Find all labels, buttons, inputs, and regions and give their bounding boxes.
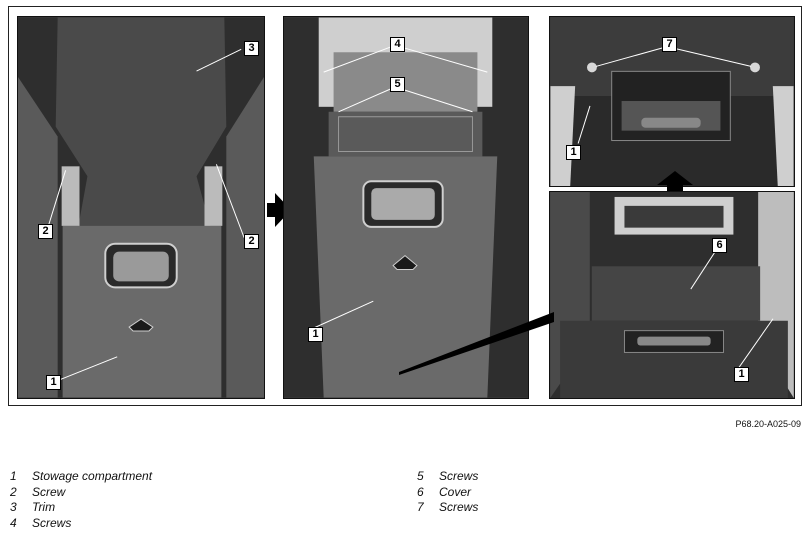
callout-stowage-compartment: 1: [566, 145, 581, 160]
connector-line: [399, 312, 554, 375]
panel-cover-view: 6 1: [549, 191, 795, 399]
panel-hinge-view: 7 1: [549, 16, 795, 187]
legend-item: 5 Screws: [417, 469, 478, 485]
legend-number: 5: [417, 469, 424, 483]
legend-item: 2 Screw: [10, 485, 152, 501]
legend-column-left: 1 Stowage compartment 2 Screw 3 Trim 4 Screw…: [10, 469, 152, 531]
callout-screws-7: 7: [662, 37, 677, 52]
panel-compartment-view: 4 5 1: [283, 16, 529, 399]
panel-compartment-drawing: [284, 17, 528, 398]
arrow-stem: [267, 203, 277, 217]
legend-number: 7: [417, 500, 424, 514]
legend-item: 6 Cover: [417, 485, 478, 501]
callout-stowage-compartment: 1: [308, 327, 323, 342]
figure-code: P68.20-A025-09: [735, 419, 801, 429]
legend-item: 4 Screws: [10, 516, 152, 532]
legend-text: Screws: [439, 500, 479, 514]
legend-text: Trim: [32, 500, 56, 514]
legend-text: Screw: [32, 484, 66, 499]
callout-stowage-compartment: 1: [734, 367, 749, 382]
callout-cover: 6: [712, 238, 727, 253]
next-step-arrow-icon: [657, 171, 693, 185]
panel-cover-drawing: [550, 192, 794, 398]
callout-screw-right: 2: [244, 234, 259, 249]
panel-trim-view: 3 2 2 1: [17, 16, 265, 399]
callout-screws-4: 4: [390, 37, 405, 52]
legend-text: Screws: [439, 469, 479, 483]
legend-number: 2: [10, 484, 17, 499]
legend-number: 1: [10, 469, 17, 483]
callout-stowage-compartment: 1: [46, 375, 61, 390]
illustration-figure: 3 2 2 1 4 5 1: [8, 6, 802, 406]
callout-trim: 3: [244, 41, 259, 56]
legend-number: 6: [417, 484, 424, 499]
panel-trim-drawing: [18, 17, 264, 398]
legend-text: Screws: [32, 515, 72, 530]
legend-text: Stowage compartment: [32, 469, 153, 483]
legend-number: 3: [10, 500, 17, 514]
legend-number: 4: [10, 515, 17, 530]
panel-hinge-drawing: [550, 17, 794, 186]
legend-text: Cover: [439, 484, 472, 499]
legend-item: 7 Screws: [417, 500, 478, 516]
callout-screw-left: 2: [38, 224, 53, 239]
callout-screws-5: 5: [390, 77, 405, 92]
arrow-stem: [667, 184, 683, 193]
legend-item: 1 Stowage compartment: [10, 469, 152, 485]
legend-item: 3 Trim: [10, 500, 152, 516]
